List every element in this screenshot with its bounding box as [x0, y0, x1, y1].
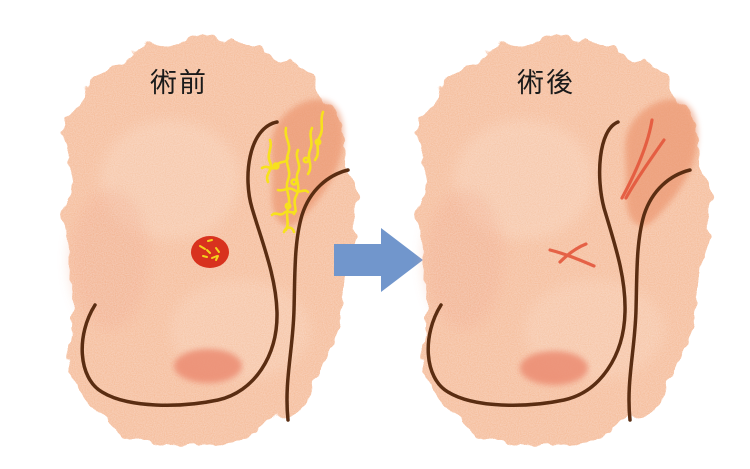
axilla-shade: [625, 99, 698, 226]
lymph-vessels: [260, 110, 325, 234]
panel-after: [422, 38, 708, 446]
before-label: 術前: [150, 68, 208, 99]
areola: [520, 351, 588, 385]
body-outline: [426, 120, 692, 422]
axilla-scar: [620, 118, 666, 200]
skin-area: [422, 38, 708, 446]
breast-scar: [548, 242, 596, 268]
tumor: [191, 236, 229, 268]
panel-before: [68, 38, 354, 446]
right-arrow-icon: [334, 228, 423, 292]
areola: [174, 349, 242, 383]
after-label: 術後: [517, 68, 575, 99]
body-outline: [80, 120, 350, 422]
